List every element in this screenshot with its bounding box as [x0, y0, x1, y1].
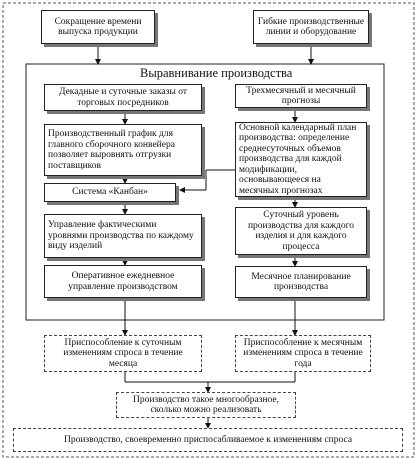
right-box-4-text: Месячное планирование производства: [251, 271, 351, 293]
left-box-1: Декадные и суточные заказы от торговых п…: [44, 84, 202, 111]
left-box-3: Система «Канбан»: [44, 183, 176, 202]
bottom-left-text: Приспособление к суточным изменениям спр…: [63, 337, 183, 369]
left-box-4: Управление фактическими уровнями произво…: [44, 214, 202, 258]
left-box-1-text: Декадные и суточные заказы от торговых п…: [58, 87, 187, 108]
right-box-2-text: Основной календарный план производства: …: [239, 122, 357, 196]
bottom-middle-text: Производство такое многообразное, скольк…: [132, 394, 280, 416]
left-box-5-text: Оперативное ежедневное управление произв…: [68, 271, 178, 292]
section-frame: [25, 63, 385, 321]
bottom-final-text: Производство, своевременно приспосаблива…: [63, 434, 353, 445]
top-left-box: Сокращение времени выпуска продукции: [41, 10, 155, 44]
top-right-box: Гибкие производственные линии и оборудов…: [253, 10, 369, 44]
left-box-2: Производственный график для главного сбо…: [44, 124, 202, 176]
left-box-4-text: Управление фактическими уровнями произво…: [48, 220, 194, 252]
bottom-final-box: Производство, своевременно приспосаблива…: [13, 428, 403, 452]
top-right-text: Гибкие производственные линии и оборудов…: [257, 16, 365, 38]
section-title: Выравнивание производства: [140, 66, 293, 80]
right-box-4: Месячное планирование производства: [235, 266, 367, 298]
left-box-3-text: Система «Канбан»: [72, 187, 148, 198]
left-box-5: Оперативное ежедневное управление произв…: [44, 265, 202, 298]
bottom-right-box: Приспособление к месячным изменениям спр…: [235, 335, 371, 372]
right-box-3-text: Суточный уровень производства для каждог…: [247, 210, 355, 252]
left-box-2-text: Производственный график для главного сбо…: [48, 129, 175, 171]
right-box-1: Трехмесячный и месячный прогнозы: [235, 84, 367, 108]
right-box-1-text: Трехмесячный и месячный прогнозы: [246, 85, 356, 107]
bottom-middle-box: Производство такое многообразное, скольк…: [116, 392, 296, 418]
right-box-2: Основной календарный план производства: …: [235, 122, 367, 197]
bottom-right-text: Приспособление к месячным изменениям спр…: [243, 337, 363, 369]
bottom-left-box: Приспособление к суточным изменениям спр…: [44, 335, 202, 372]
right-box-3: Суточный уровень производства для каждог…: [235, 207, 367, 255]
top-left-text: Сокращение времени выпуска продукции: [54, 16, 142, 38]
